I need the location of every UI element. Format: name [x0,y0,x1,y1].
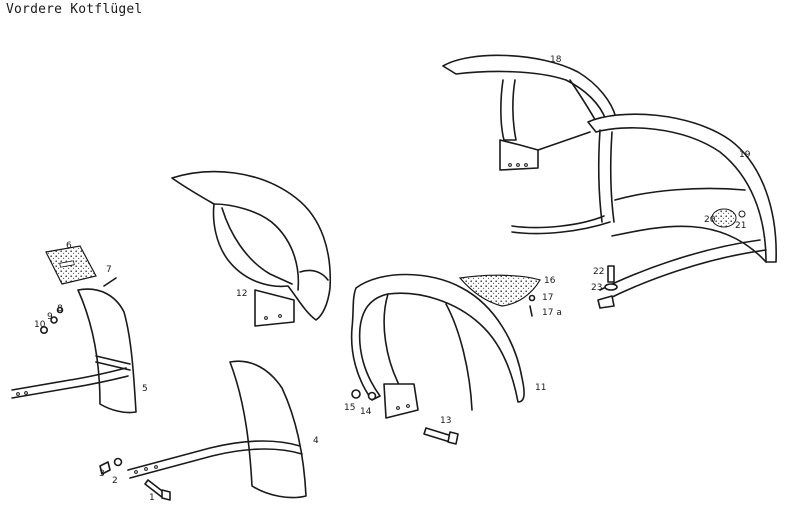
callout-22: 22 [593,267,604,277]
mudguard-part-18 [442,54,617,171]
small-hardware-7-10 [39,277,117,334]
hardware-13-15 [351,389,459,445]
callout-17a: 17 a [542,308,562,318]
callout-3: 3 [99,469,105,479]
callout-9: 9 [47,312,53,322]
callout-14: 14 [360,407,372,417]
callout-4: 4 [313,436,319,446]
callout-2: 2 [112,476,118,486]
callout-12: 12 [236,289,247,299]
hardware-1-3 [99,457,171,501]
callout-11: 11 [535,383,546,393]
callout-16: 16 [544,276,556,286]
fender-part-11 [350,273,525,419]
callout-5: 5 [142,384,148,394]
callout-17: 17 [542,293,553,303]
fender-part-12 [171,170,332,327]
callout-10: 10 [34,320,46,330]
callout-15: 15 [344,403,355,413]
callout-7: 7 [106,265,112,275]
callout-23: 23 [591,283,602,293]
callout-19: 19 [739,150,751,160]
plate-part-16 [458,274,541,317]
callout-20: 20 [704,215,716,225]
callout-labels: 1 2 3 4 5 6 7 8 9 10 11 12 13 14 15 16 1… [34,55,751,503]
callout-8: 8 [57,304,63,314]
callout-6: 6 [66,241,72,251]
callout-13: 13 [440,416,451,426]
mudguard-part-5 [11,288,137,414]
callout-1: 1 [149,493,155,503]
callout-18: 18 [550,55,562,65]
mudguard-part-4 [127,360,307,499]
plate-part-6 [45,245,97,285]
mudguard-part-19 [511,113,777,309]
diagram-title: Vordere Kotflügel [6,2,143,17]
callout-21: 21 [735,221,746,231]
